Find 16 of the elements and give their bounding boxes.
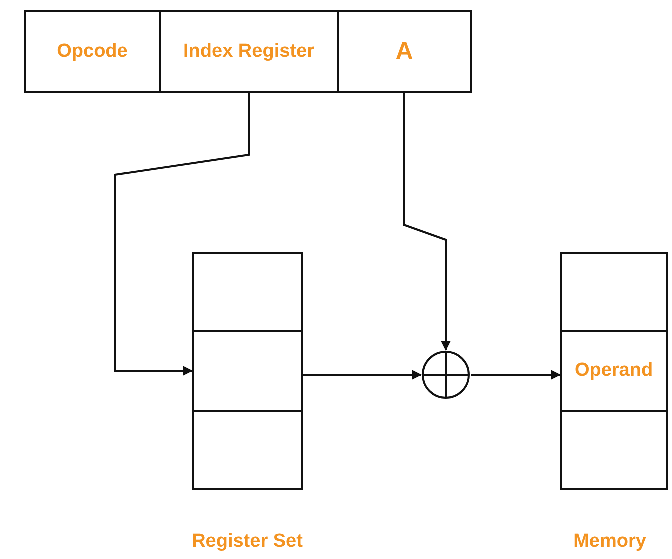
memory-cell xyxy=(560,410,668,490)
arrow xyxy=(114,93,250,376)
arrow xyxy=(303,370,422,380)
adder-circle xyxy=(421,350,471,400)
arrow xyxy=(403,93,451,351)
register-cell xyxy=(192,252,303,332)
register-cell xyxy=(192,330,303,412)
stack-label: Memory xyxy=(572,530,648,554)
instruction-field: A xyxy=(337,10,472,93)
stack-label: Register Set xyxy=(191,530,304,554)
register-cell xyxy=(192,410,303,490)
instruction-field: Index Register xyxy=(159,10,339,93)
instruction-field: Opcode xyxy=(24,10,161,93)
arrow xyxy=(471,370,561,380)
memory-cell: Operand xyxy=(560,330,668,412)
memory-cell xyxy=(560,252,668,332)
